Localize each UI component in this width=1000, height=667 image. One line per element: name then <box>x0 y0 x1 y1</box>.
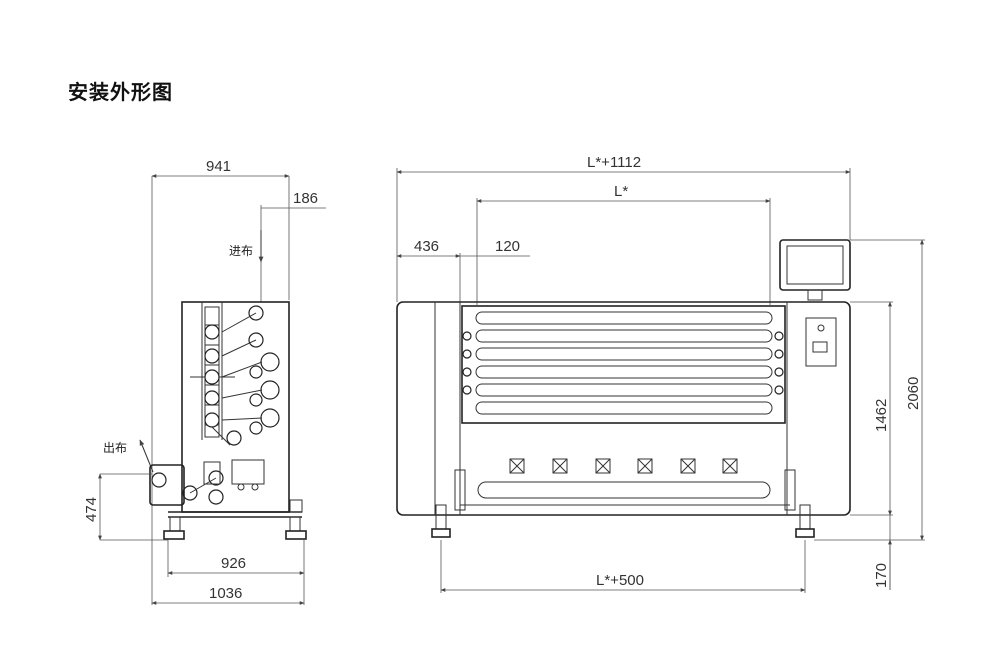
front-feet <box>431 504 815 538</box>
dim-941-label: 941 <box>206 158 231 175</box>
dim-1462-label: 1462 <box>873 399 890 432</box>
side-rollers <box>182 305 280 505</box>
dim-left-offsets: 436 120 <box>396 238 530 305</box>
dim-436-label: 436 <box>414 238 439 255</box>
dim-926-label: 926 <box>221 555 246 572</box>
dim-1036-label: 1036 <box>209 585 242 602</box>
dim-heights: 1462 2060 170 <box>814 239 925 590</box>
feed-in-label: 进布 <box>229 244 253 258</box>
front-view: L*+1112 L* 436 120 <box>396 154 925 593</box>
feed-out-indicator: 出布 <box>103 439 154 473</box>
page-title: 安装外形图 <box>68 82 173 104</box>
side-view: 941 186 进布 出布 <box>83 158 326 605</box>
control-monitor <box>779 239 851 301</box>
dim-base-width: 926 <box>167 540 305 577</box>
side-frame <box>181 301 290 513</box>
dim-foot-span: L*+500 <box>440 540 806 593</box>
dim-overall-length: L*+1112 <box>396 154 851 302</box>
dim-roller-length: L* <box>476 183 771 305</box>
dim-overall-width: 941 <box>151 158 290 605</box>
dim-exit-height: 474 <box>83 473 168 541</box>
dim-overall-label: L*+1112 <box>587 154 641 171</box>
dim-l-label: L* <box>614 183 628 200</box>
feed-out-label: 出布 <box>103 441 127 455</box>
front-body <box>396 301 851 516</box>
dim-170-label: 170 <box>873 563 890 588</box>
lower-section <box>454 458 796 511</box>
dim-total-depth: 1036 <box>151 577 305 605</box>
dim-186-label: 186 <box>293 190 318 207</box>
dim-top-offset: 186 <box>260 190 326 302</box>
feed-in-indicator: 进布 <box>229 230 264 263</box>
dim-120-label: 120 <box>495 238 520 255</box>
dim-474-label: 474 <box>83 497 100 522</box>
dim-foot-span-label: L*+500 <box>596 572 644 589</box>
dim-2060-label: 2060 <box>905 377 922 410</box>
chamber-rollers <box>462 311 784 415</box>
roller-chamber <box>461 305 786 424</box>
